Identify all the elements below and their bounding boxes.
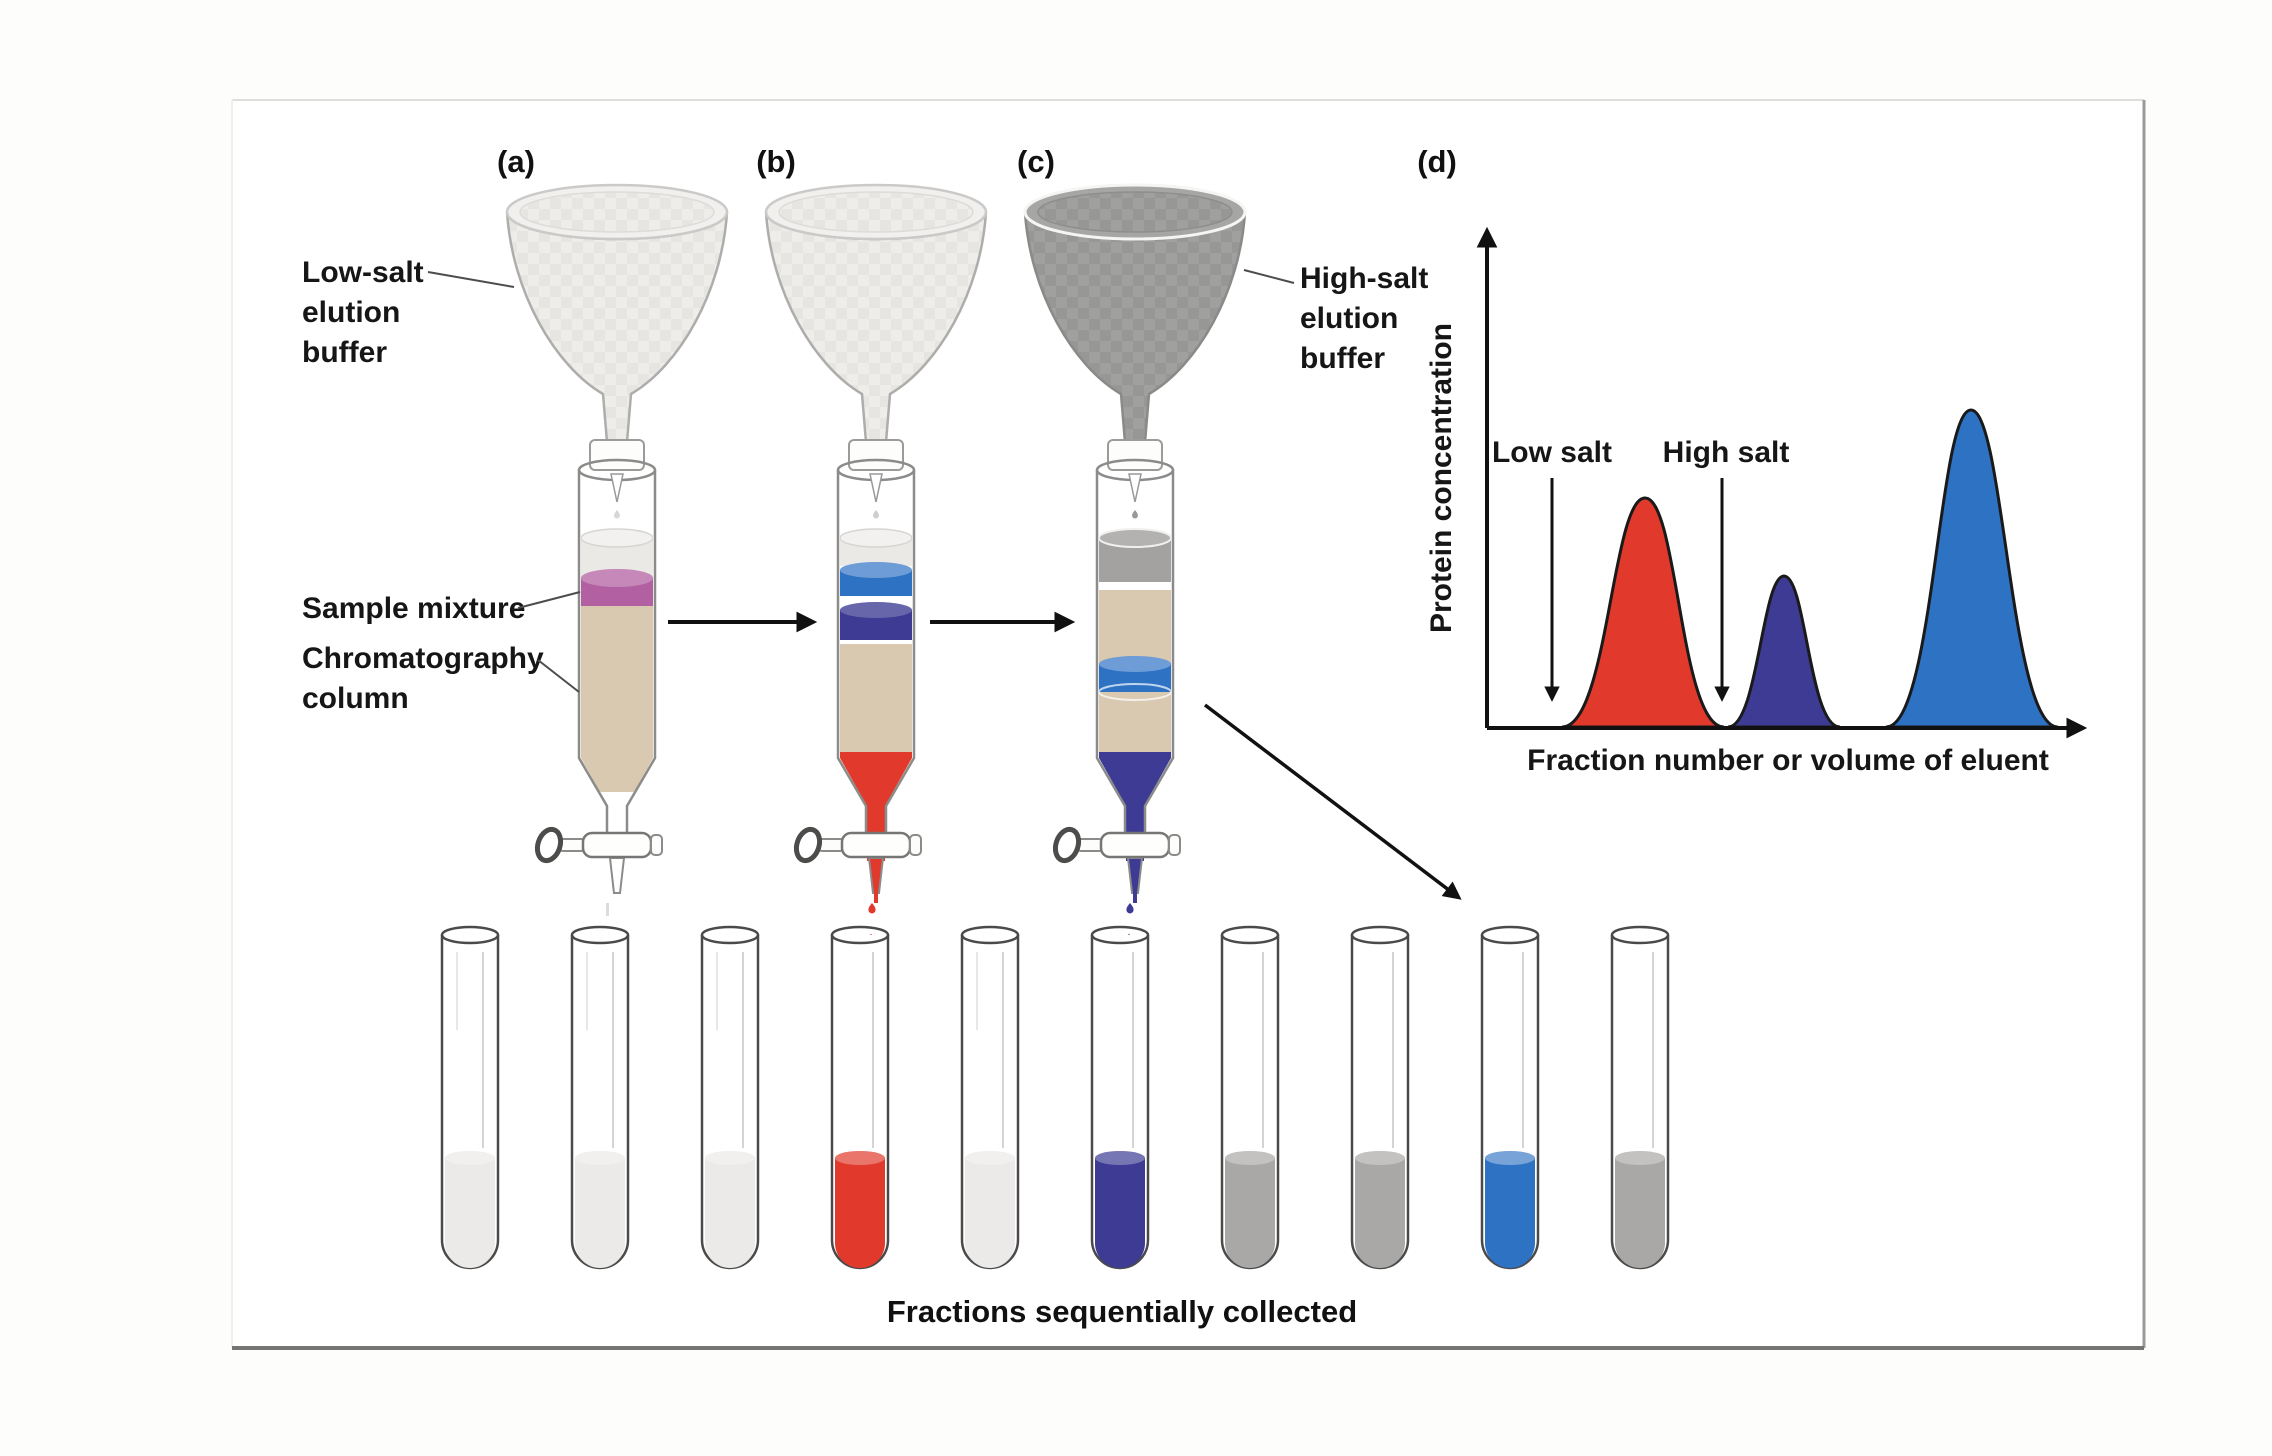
stopcock-b-knob (909, 834, 922, 856)
test-tube-2 (570, 925, 630, 1270)
funnel-b-stopper (848, 439, 904, 471)
stopcock-a (534, 826, 663, 864)
funnel-c-stopper (1107, 439, 1163, 471)
figure-caption: Fractions sequentially collected (887, 1294, 1357, 1329)
stopcock-b-barrel (840, 831, 912, 859)
column-b-navy-band-top (840, 602, 912, 618)
funnel-a-surface (519, 191, 715, 233)
leader-high-salt-buffer (1243, 269, 1295, 284)
column-a-glass (577, 470, 657, 833)
label-low-salt-line-3: buffer (302, 336, 387, 369)
leader-sample-mixture (517, 591, 581, 609)
graph-peak-navy (1727, 574, 1841, 729)
column-b-glass (836, 470, 916, 833)
stopcock-a-stem (559, 838, 585, 852)
column-c-blue-band-sheen (1099, 656, 1171, 672)
funnel-c-surface (1037, 191, 1233, 233)
stopcock-b (793, 826, 922, 864)
label-low-salt-line-1: Low-salt (302, 256, 424, 289)
label-high-salt-line-1: High-salt (1300, 262, 1428, 295)
column-b-navy-band-sheen (840, 602, 912, 618)
column-b-dripper (869, 473, 883, 503)
stopcock-c (1052, 826, 1181, 864)
test-tube-1 (440, 925, 500, 1270)
funnel-a-stopper (589, 439, 645, 471)
label-high-salt-line-3: buffer (1300, 342, 1385, 375)
label-high-salt-line-2: elution (1300, 302, 1398, 335)
graph-peak-blue (1885, 408, 2059, 729)
stopcock-b-stem (818, 838, 844, 852)
column-a-sample-band-top (581, 569, 653, 587)
column-c-blue-band-top (1099, 656, 1171, 672)
test-tube-9 (1480, 925, 1540, 1270)
leader-chromatography-column (537, 659, 580, 693)
column-b-blue-band-sheen (840, 562, 912, 578)
column-c-dripper (1128, 473, 1142, 503)
test-tube-3 (700, 925, 760, 1270)
test-tube-6 (1090, 925, 1150, 1270)
column-a-matrix (581, 606, 653, 792)
leader-low-salt-buffer (427, 271, 515, 288)
label-chromatography-line-2: column (302, 682, 409, 715)
stopcock-c-stem (1077, 838, 1103, 852)
stopcock-a-handle (534, 826, 564, 864)
graph-high-salt-label: High salt (1663, 436, 1790, 469)
column-b-drips (860, 891, 878, 1147)
funnel-b (764, 183, 988, 471)
test-tube-8 (1350, 925, 1410, 1270)
column-b-blue-band-top (840, 562, 912, 578)
graph-peak-red (1561, 496, 1725, 729)
column-c-blue-band-bottom-edge (1099, 683, 1171, 701)
panel-label-a: (a) (497, 144, 535, 179)
elution-graph: Protein concentration Fraction number or… (1425, 226, 2088, 777)
panel-label-d: (d) (1417, 144, 1457, 179)
test-tube-7 (1220, 925, 1280, 1270)
column-a-sample-band-sheen (581, 569, 653, 587)
graph-y-label: Protein concentration (1425, 323, 1458, 633)
column-a-buffer-surface (581, 528, 653, 548)
stopcock-c-handle (1052, 826, 1082, 864)
label-low-salt-buffer: Low-salt elution buffer (302, 256, 515, 369)
funnel-c (1023, 183, 1247, 471)
column-c-drips (1118, 891, 1137, 1147)
funnel-a (505, 183, 729, 471)
column-a-dripper (610, 473, 624, 503)
panel-label-b: (b) (756, 144, 796, 179)
graph-low-salt-label: Low salt (1492, 436, 1612, 469)
label-sample-mixture: Sample mixture (302, 591, 581, 625)
label-low-salt-line-2: elution (302, 296, 400, 329)
graph-x-label: Fraction number or volume of eluent (1527, 744, 2049, 777)
stopcock-a-barrel (581, 831, 653, 859)
test-tube-10 (1610, 925, 1670, 1270)
funnel-b-surface (778, 191, 974, 233)
label-high-salt-buffer: High-salt elution buffer (1243, 262, 1428, 375)
label-chromatography-line-1: Chromatography (302, 642, 544, 675)
column-c-glass (1095, 470, 1175, 833)
stopcock-a-knob (650, 834, 663, 856)
column-c-buffer-surface (1099, 528, 1171, 548)
fraction-tubes (440, 925, 1670, 1270)
panel-label-c: (c) (1017, 144, 1055, 179)
column-a (534, 458, 663, 1057)
label-chromatography-column: Chromatography column (302, 642, 580, 715)
column-b-buffer-surface (840, 528, 912, 548)
stopcock-c-knob (1168, 834, 1181, 856)
stopcock-b-handle (793, 826, 823, 864)
label-sample-mixture-text: Sample mixture (302, 592, 525, 625)
column-b-matrix (840, 644, 912, 752)
stopcock-c-barrel (1099, 831, 1171, 859)
test-tube-5 (960, 925, 1020, 1270)
arrow-column-to-fractions (1203, 703, 1462, 900)
test-tube-4 (830, 925, 890, 1270)
